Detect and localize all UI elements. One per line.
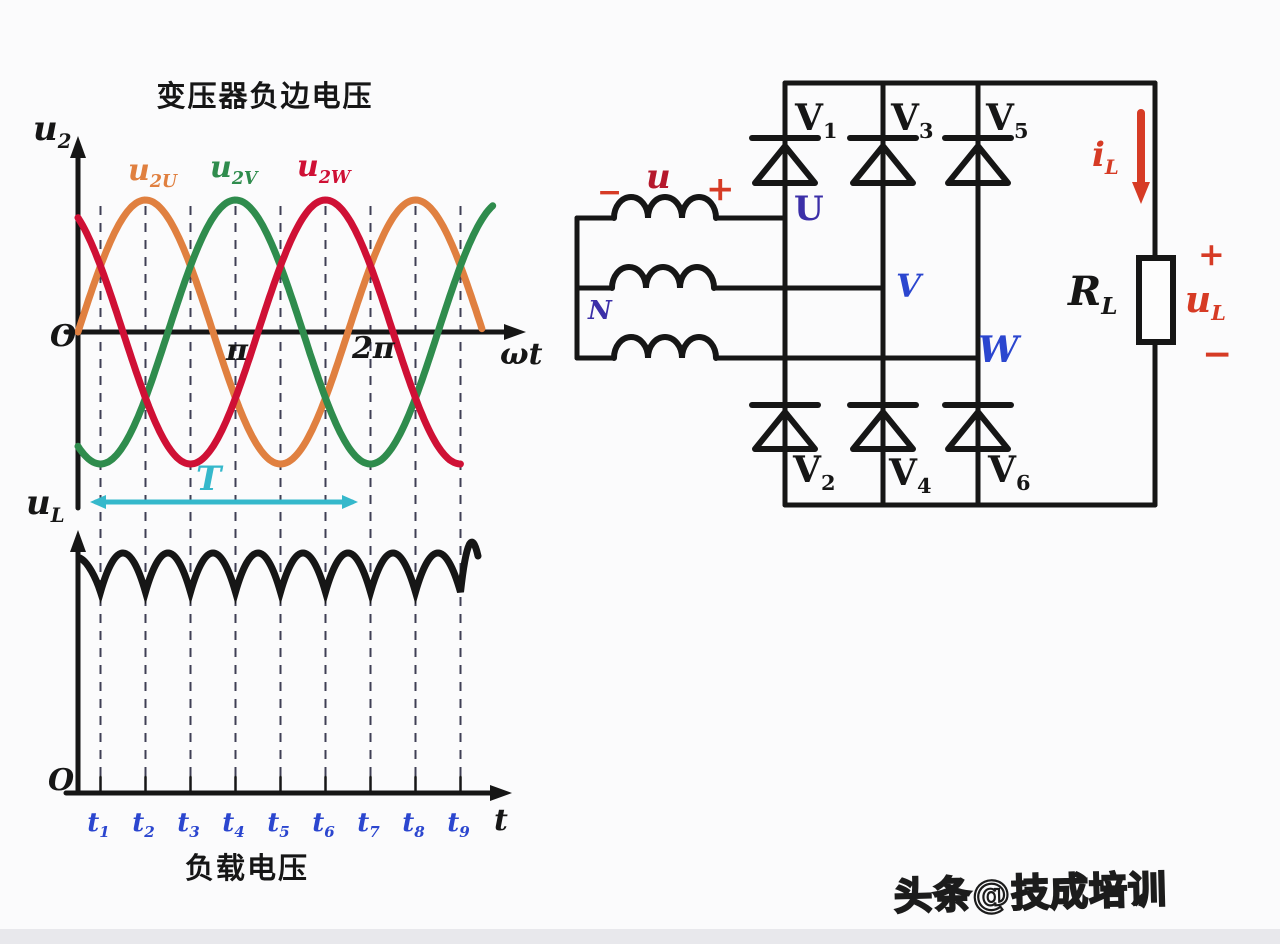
wave-label-u2V: u2V — [210, 150, 258, 189]
t-tick-label-2: t2 — [132, 808, 155, 842]
t-tick-label-6: t6 — [312, 808, 335, 842]
guide-lines — [99, 206, 462, 791]
t-tick-label-9: t9 — [447, 808, 470, 842]
thyristor-label-V4: V4 — [889, 452, 932, 499]
three-phase-waves — [74, 196, 497, 468]
load-current-label-iL: iL — [1092, 135, 1119, 179]
origin-label-top: O — [50, 319, 77, 354]
y-axis-label-uL: uL — [26, 483, 65, 527]
watermark: 头条@技成培训 — [892, 866, 1168, 919]
load-resistor — [1136, 255, 1176, 345]
t-tick-label-8: t8 — [402, 808, 425, 842]
load-voltage-curve — [76, 538, 482, 605]
x-axis-label-t: t — [494, 803, 508, 838]
t-tick-label-4: t4 — [222, 808, 245, 842]
wave-2W — [74, 196, 464, 468]
x-tick-2pi: 2π — [352, 331, 395, 366]
rectified-wave — [76, 538, 482, 605]
neutral-label-N: N — [588, 296, 612, 326]
load-voltage-label-uL: uL — [1185, 279, 1226, 326]
footer-strip — [0, 929, 1280, 944]
thyristor-label-V5: V5 — [986, 97, 1029, 144]
thyristor-label-V2: V2 — [793, 449, 836, 496]
y-axis-label-u2: u2 — [33, 109, 72, 153]
wave-2U — [74, 196, 486, 468]
load-plus-sign: + — [1198, 235, 1225, 273]
top-chart-title: 变压器负边电压 — [156, 79, 374, 113]
phase-label-V: V — [896, 267, 921, 305]
phase-label-U: U — [794, 189, 824, 229]
phase-label-W: W — [978, 329, 1019, 371]
load-minus-sign: − — [1202, 333, 1233, 375]
thyristor-label-V3: V3 — [891, 97, 934, 144]
thyristor-label-V6: V6 — [988, 449, 1031, 496]
thyristor-label-V1: V1 — [795, 97, 838, 144]
t-tick-label-5: t5 — [267, 808, 290, 842]
t-tick-label-7: t7 — [357, 808, 380, 842]
x-tick-pi: π — [226, 333, 248, 368]
winding-voltage-label: u — [646, 157, 671, 197]
t-tick-label-1: t1 — [87, 808, 110, 842]
winding-plus-sign: + — [706, 169, 735, 209]
bottom-chart-title: 负载电压 — [184, 851, 309, 885]
period-marker-label: T — [196, 459, 222, 499]
wave-label-u2U: u2U — [128, 153, 178, 192]
axes — [63, 149, 511, 796]
rectifier-circuit — [574, 80, 1176, 508]
x-axis-label-wt: ωt — [500, 337, 543, 372]
t-tick-label-3: t3 — [177, 808, 200, 842]
origin-label-bottom: O — [48, 763, 75, 798]
load-resistor-label-RL: RL — [1068, 268, 1118, 320]
winding-minus-sign: − — [597, 175, 623, 210]
wave-label-u2W: u2W — [297, 149, 351, 188]
